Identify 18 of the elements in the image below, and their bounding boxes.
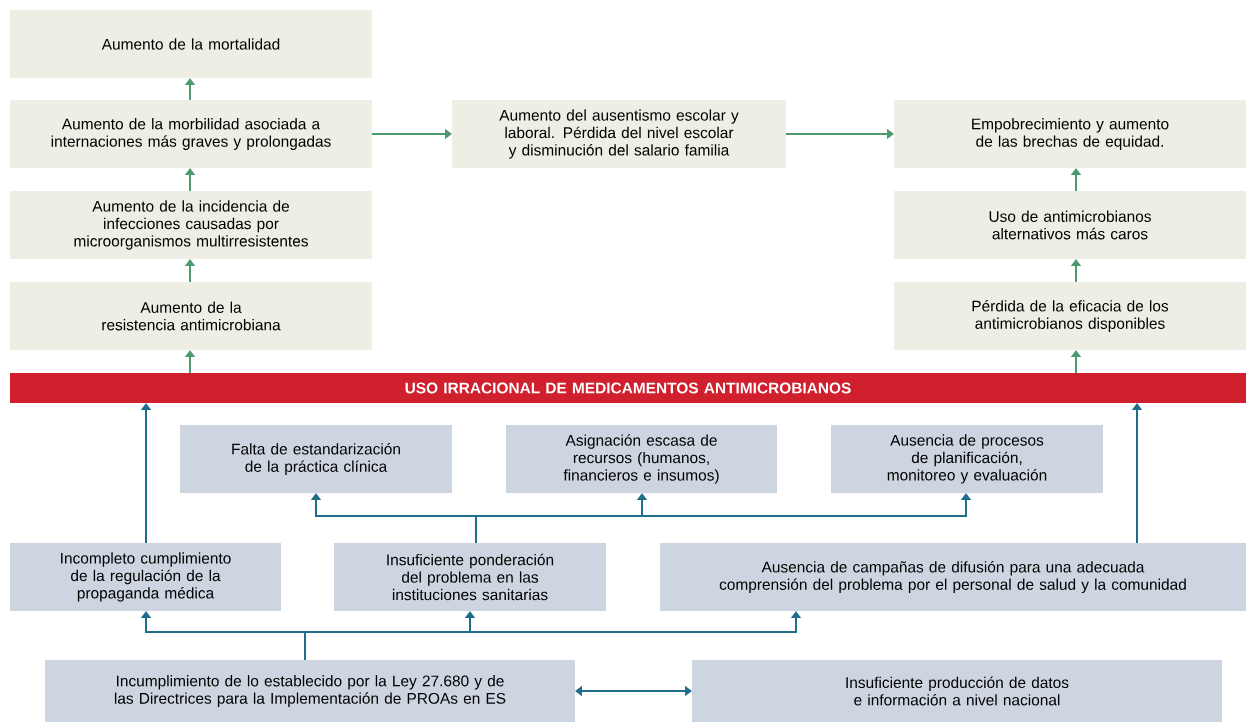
problem-banner: USO IRRACIONAL DE MEDICAMENTOS ANTIMICROBIANOS — [10, 373, 1246, 403]
cause-box: Asignación escasa de recursos (humanos, financieros e insumos) — [506, 425, 777, 493]
cause-box: Insuficiente producción de datos e información a nivel nacional — [692, 660, 1222, 722]
effect-box: Aumento de la morbilidad asociada a internaciones más graves y prolongadas — [10, 100, 372, 168]
arrow — [575, 685, 692, 697]
effect-box: Pérdida de la eficacia de los antimicrobianos disponibles — [894, 282, 1246, 350]
effect-box: Aumento de la incidencia de infecciones causadas por microorganismos multirresistentes — [10, 191, 372, 259]
effect-box: Uso de antimicrobianos alternativos más caros — [894, 191, 1246, 259]
cause-box: Falta de estandarización de la práctica clínica — [180, 425, 452, 493]
effect-box: Empobrecimiento y aumento de las brechas de equidad. — [894, 100, 1246, 168]
cause-box: Insuficiente ponderación del problema en las instituciones sanitarias — [334, 543, 606, 611]
cause-box: Ausencia de campañas de difusión para una adecuada comprensión del problema por el personal de salud y la comunidad — [660, 543, 1246, 611]
effect-box: Aumento de la mortalidad — [10, 10, 372, 78]
effect-box: Aumento de la resistencia antimicrobiana — [10, 282, 372, 350]
cause-box: Incompleto cumplimiento de la regulación de la propaganda médica — [10, 543, 281, 611]
cause-box: Incumplimiento de lo establecido por la Ley 27.680 y de las Directrices para la Implementación de PROAs en ES — [45, 660, 575, 722]
effect-box: Aumento del ausentismo escolar y laboral. Pérdida del nivel escolar y disminución del salario familia — [452, 100, 786, 168]
cause-box: Ausencia de procesos de planificación, monitoreo y evaluación — [831, 425, 1103, 493]
